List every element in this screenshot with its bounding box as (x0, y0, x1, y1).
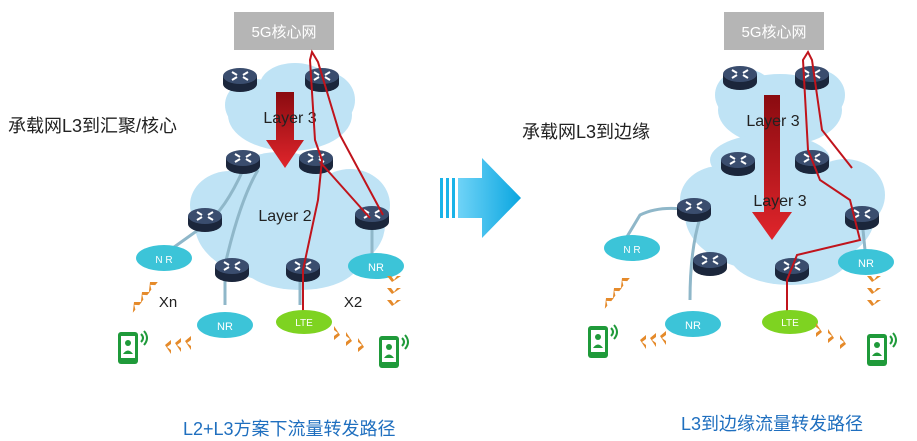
left-core-label: 5G核心网 (251, 24, 316, 41)
left-phone-2 (378, 334, 409, 369)
right-router-core-2 (794, 65, 830, 91)
right-core-label: 5G核心网 (741, 24, 806, 41)
right-phone-2 (866, 332, 897, 367)
left-heading: 承载网L3到汇聚/核心 (8, 116, 178, 136)
right-lte-label: LTE (781, 318, 799, 329)
transition-arrow (440, 158, 521, 238)
right-diagram: 5G核心网 Layer 3 Layer 3 N R NR NR LTE (587, 12, 897, 367)
right-layer3-mid-label: Layer 3 (753, 193, 806, 210)
left-nr-bottom-label: NR (217, 321, 233, 333)
left-caption: L2+L3方案下流量转发路径 (183, 419, 396, 439)
left-forward-path-2 (319, 161, 371, 219)
right-nr-right-label: NR (858, 258, 874, 270)
left-lte-label: LTE (295, 318, 313, 329)
right-nr-left (604, 235, 660, 261)
left-router-agg-1 (225, 149, 261, 175)
right-phone-1 (587, 324, 618, 359)
left-lte (276, 310, 332, 334)
right-forward-path (786, 49, 862, 315)
right-layer3-top-label: Layer 3 (746, 113, 799, 130)
right-router-access-1 (676, 197, 712, 223)
right-router-access-2 (844, 205, 880, 231)
right-router-core-1 (722, 65, 758, 91)
left-phone-1 (117, 330, 148, 365)
left-nr-left-label: N R (155, 255, 172, 266)
left-router-access-1 (187, 207, 223, 233)
left-down-arrow (266, 92, 304, 168)
left-layer3-label: Layer 3 (263, 110, 316, 127)
right-heading: 承载网L3到边缘 (522, 122, 651, 142)
left-nr-left (136, 245, 192, 271)
left-nr-right (348, 253, 404, 279)
left-x2-label: X2 (344, 294, 362, 311)
right-nr-bottom (665, 311, 721, 337)
right-router-agg-1 (720, 151, 756, 177)
left-router-access-3 (214, 257, 250, 283)
right-lte (762, 310, 818, 334)
left-nr-right-label: NR (368, 262, 384, 274)
left-forward-path (302, 49, 384, 315)
right-chevrons (600, 274, 881, 349)
left-nr-bottom (197, 312, 253, 338)
right-nr-bottom-label: NR (685, 320, 701, 332)
left-router-access-2 (354, 205, 390, 231)
right-down-arrow (752, 95, 792, 240)
right-nr-left-label: N R (623, 245, 640, 256)
right-core-box (724, 12, 824, 50)
right-nr-right (838, 249, 894, 275)
left-chevrons (128, 276, 401, 354)
left-router-core-1 (222, 67, 258, 93)
left-diagram: 5G核心网 Layer 3 Layer 2 N R NR NR LTE Xn X… (117, 12, 409, 369)
right-router-access-3 (692, 251, 728, 277)
left-xn-label: Xn (159, 294, 177, 311)
left-core-box (234, 12, 334, 50)
right-caption: L3到边缘流量转发路径 (681, 414, 864, 434)
left-layer2-label: Layer 2 (258, 208, 311, 225)
